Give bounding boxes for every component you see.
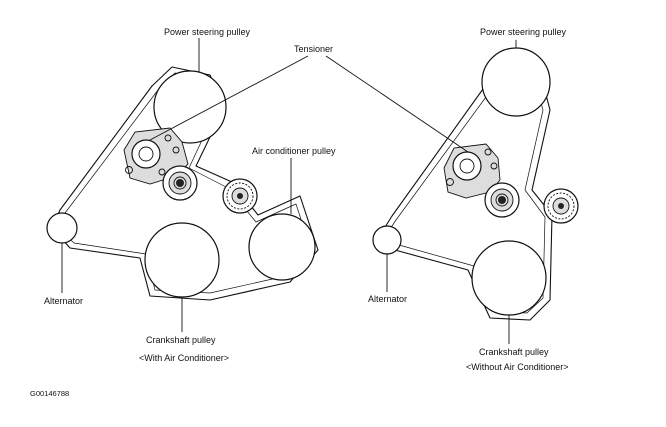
left-crankshaft-label: Crankshaft pulley <box>146 335 216 345</box>
right-crankshaft-pulley <box>471 240 547 316</box>
right-crankshaft-label: Crankshaft pulley <box>479 347 549 357</box>
right-alternator-label: Alternator <box>368 294 408 304</box>
right-alternator-pulley <box>372 225 402 255</box>
left-caption: <With Air Conditioner> <box>139 353 230 363</box>
left-air-conditioner-pulley <box>248 213 316 281</box>
right-caption: <Without Air Conditioner> <box>466 362 569 372</box>
left-belt-layout <box>46 66 319 301</box>
left-idler-pulley <box>222 178 258 214</box>
right-belt-layout <box>372 47 579 321</box>
left-air-conditioner-label: Air conditioner pulley <box>252 146 336 156</box>
left-tensioner-leader <box>149 55 309 141</box>
left-power-steering-label: Power steering pulley <box>164 27 251 37</box>
left-alternator-label: Alternator <box>44 296 84 306</box>
right-tensioner-assembly <box>443 143 520 218</box>
right-tensioner-leader <box>325 55 469 153</box>
tensioner-label: Tensioner <box>294 44 334 54</box>
right-power-steering-label: Power steering pulley <box>480 27 567 37</box>
right-idler-pulley <box>543 188 579 224</box>
left-tensioner-assembly <box>123 127 198 201</box>
right-power-steering-pulley <box>481 47 551 117</box>
figure-code: G00146788 <box>30 389 70 398</box>
left-alternator-pulley <box>46 212 78 244</box>
left-crankshaft-pulley <box>144 222 220 298</box>
left-power-steering-pulley <box>153 70 227 144</box>
